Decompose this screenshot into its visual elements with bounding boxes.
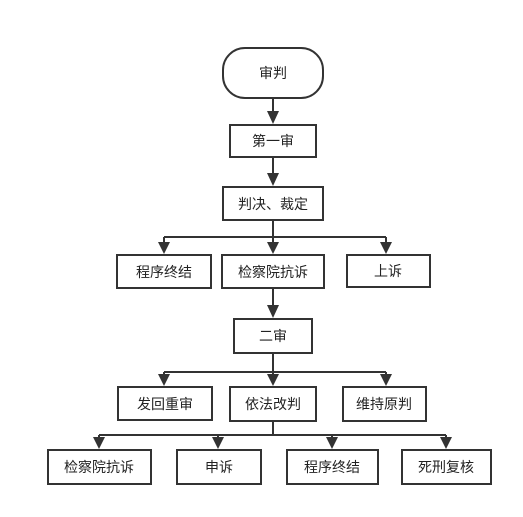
- arrow-second-instance: [267, 305, 279, 318]
- node-uphold-original-shape: [342, 386, 427, 422]
- node-amend-by-law-shape: [229, 386, 317, 422]
- node-first-instance: 第一审: [229, 124, 317, 158]
- arrow-judgment: [267, 173, 279, 186]
- node-first-instance-label: 第一审: [252, 133, 294, 150]
- node-procuratorate-protest-1-label: 检察院抗诉: [238, 264, 308, 281]
- node-trial-shape: [222, 47, 324, 99]
- node-amend-by-law-label: 依法改判: [245, 397, 301, 413]
- node-petition-shape: [176, 449, 262, 485]
- arrow-procuratorate-protest-1: [267, 242, 279, 254]
- arrow-first-instance: [267, 111, 279, 124]
- node-procuratorate-protest-2-shape: [47, 449, 152, 485]
- arrow-uphold-original: [380, 374, 392, 386]
- node-procedure-conclusion-2-shape: [286, 449, 379, 485]
- node-remand-retrial-shape: [117, 386, 213, 421]
- node-appeal-shape: [346, 254, 431, 288]
- arrow-death-penalty-review: [440, 437, 452, 449]
- node-death-penalty-review-label: 死刑复核: [418, 459, 474, 476]
- node-petition: 申诉: [176, 449, 262, 485]
- node-death-penalty-review-shape: [401, 449, 492, 485]
- node-procedure-conclusion-2: 程序终结: [286, 449, 379, 485]
- arrow-procedure-conclusion-2: [326, 437, 338, 449]
- node-first-instance-shape: [229, 124, 317, 158]
- arrow-procedure-conclusion-1: [158, 242, 170, 254]
- node-procedure-conclusion-1-label: 程序终结: [136, 265, 192, 281]
- node-judgment-ruling-shape: [222, 186, 324, 221]
- node-judgment-ruling: 判决、裁定: [222, 186, 324, 221]
- node-procedure-conclusion-2-label: 程序终结: [304, 460, 360, 476]
- node-remand-retrial: 发回重审: [117, 386, 213, 421]
- node-procuratorate-protest-2: 检察院抗诉: [47, 449, 152, 485]
- node-procedure-conclusion-1-shape: [116, 254, 212, 289]
- arrow-procuratorate-protest-2: [93, 437, 105, 449]
- node-uphold-original: 维持原判: [342, 386, 427, 422]
- node-procuratorate-protest-1-shape: [221, 254, 325, 289]
- node-procuratorate-protest-2-label: 检察院抗诉: [64, 459, 134, 476]
- node-uphold-original-label: 维持原判: [356, 397, 412, 413]
- node-second-instance-shape: [233, 318, 313, 354]
- node-procuratorate-protest-1: 检察院抗诉: [221, 254, 325, 289]
- node-trial: 审判: [222, 47, 324, 99]
- nodes: 审判 第一审 判决、裁定 程序终结 检察院抗诉 上诉: [47, 47, 492, 485]
- arrow-amend-by-law: [267, 374, 279, 386]
- node-amend-by-law: 依法改判: [229, 386, 317, 422]
- edges: [93, 99, 452, 449]
- node-death-penalty-review: 死刑复核: [401, 449, 492, 485]
- node-appeal: 上诉: [346, 254, 431, 288]
- node-judgment-ruling-label: 判决、裁定: [238, 197, 308, 213]
- node-second-instance-label: 二审: [259, 329, 287, 345]
- node-remand-retrial-label: 发回重审: [137, 397, 193, 413]
- arrow-remand-retrial: [158, 374, 170, 386]
- arrow-petition: [212, 437, 224, 449]
- node-petition-label: 申诉: [205, 460, 233, 476]
- arrow-appeal: [380, 242, 392, 254]
- node-second-instance: 二审: [233, 318, 313, 354]
- node-appeal-label: 上诉: [374, 264, 402, 280]
- node-trial-label: 审判: [259, 66, 287, 82]
- node-procedure-conclusion-1: 程序终结: [116, 254, 212, 289]
